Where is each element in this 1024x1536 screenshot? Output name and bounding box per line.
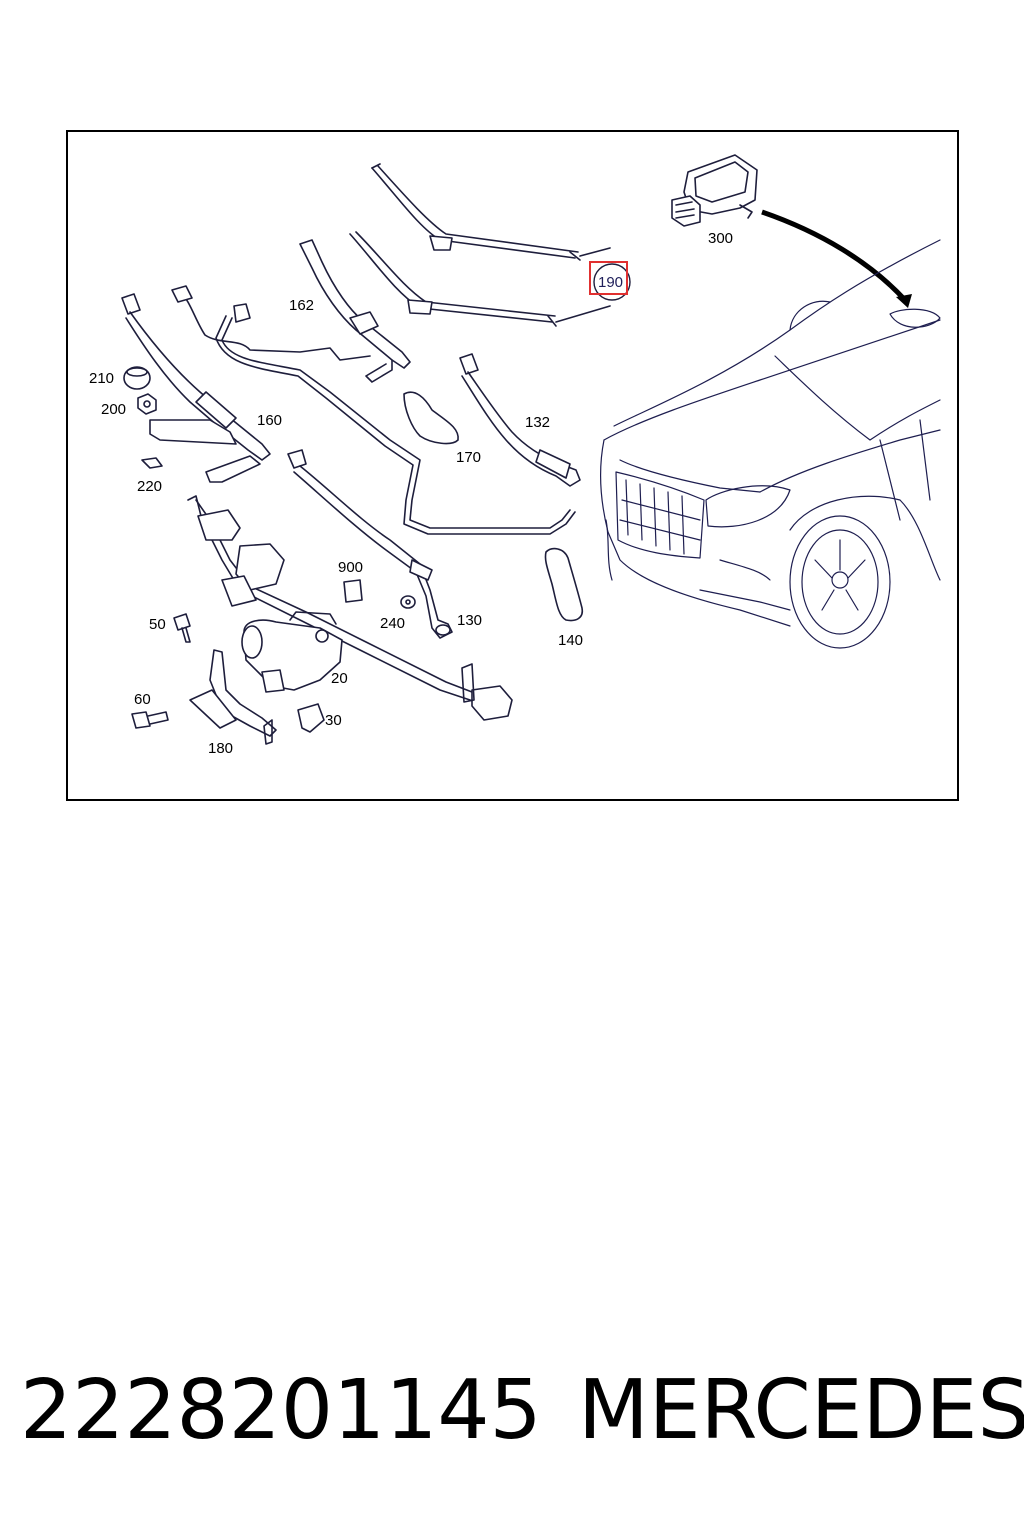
label-200: 200 xyxy=(101,401,126,418)
label-190: 190 xyxy=(598,274,623,291)
clip-part-30 xyxy=(297,703,325,733)
cover-part-140 xyxy=(544,547,584,622)
car-illustration xyxy=(599,239,941,649)
bracket-part-180 xyxy=(189,649,277,745)
label-240: 240 xyxy=(380,615,405,632)
washer-hose-part-170 xyxy=(171,285,576,535)
bolt-part-60 xyxy=(131,711,169,729)
diagram-frame xyxy=(66,130,959,801)
label-162: 162 xyxy=(289,297,314,314)
highlight-box-190 xyxy=(589,261,628,295)
label-130: 130 xyxy=(457,612,482,629)
wiper-blade-upper xyxy=(371,163,581,261)
wiper-arm-part-132 xyxy=(459,353,581,487)
bolt-part-50 xyxy=(173,613,191,643)
label-132: 132 xyxy=(525,414,550,431)
nut-part-200 xyxy=(137,393,157,415)
label-220: 220 xyxy=(137,478,162,495)
wiper-arm-part-160 xyxy=(121,293,271,483)
label-180: 180 xyxy=(208,740,233,757)
cap-part-210 xyxy=(123,366,151,390)
label-170: 170 xyxy=(456,449,481,466)
label-210: 210 xyxy=(89,370,114,387)
wiper-arm-part-130 xyxy=(287,449,453,639)
label-60: 60 xyxy=(134,691,151,708)
label-160: 160 xyxy=(257,412,282,429)
label-30: 30 xyxy=(325,712,342,729)
label-140: 140 xyxy=(558,632,583,649)
washer-part-240 xyxy=(400,595,416,609)
rain-sensor-part-300 xyxy=(671,154,758,227)
cover-part-170 xyxy=(403,391,459,445)
arrow-head xyxy=(896,294,912,308)
label-20: 20 xyxy=(331,670,348,687)
label-300: 300 xyxy=(708,230,733,247)
wiper-linkage-part-20 xyxy=(187,495,513,721)
clip-part-220 xyxy=(141,457,163,469)
label-900: 900 xyxy=(338,559,363,576)
bushing-part-900 xyxy=(343,579,363,603)
label-50: 50 xyxy=(149,616,166,633)
sensor-location-arrow xyxy=(761,209,907,302)
part-number-caption: 2228201145 xyxy=(20,1363,542,1458)
wiper-blade-lower xyxy=(349,231,557,327)
leader-190 xyxy=(555,247,611,323)
parts-diagram: 190 xyxy=(66,130,959,801)
wiper-arm-part-162 xyxy=(299,239,411,383)
brand-caption: MERCEDES xyxy=(578,1363,1024,1458)
